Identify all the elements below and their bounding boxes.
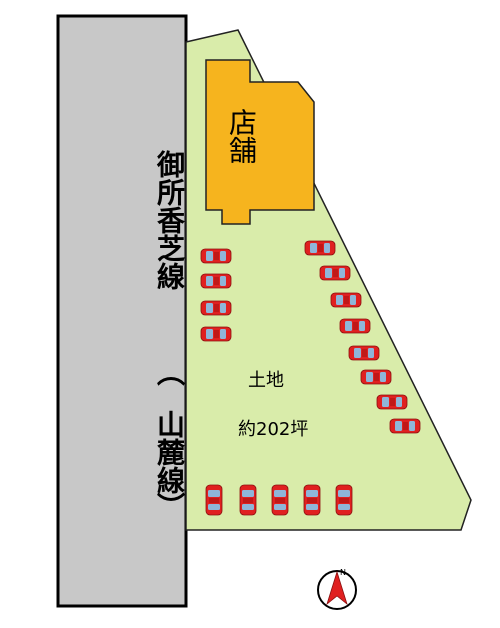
parked-car: [200, 300, 232, 316]
road-alias-close: ）: [153, 492, 186, 520]
parked-car: [376, 394, 408, 410]
parked-car: [239, 484, 257, 516]
road: [56, 14, 188, 608]
parked-car: [304, 240, 336, 256]
lot-area-label: 約202坪: [238, 419, 309, 440]
parked-car: [330, 292, 362, 308]
parked-car: [319, 265, 351, 281]
parked-car: [348, 345, 380, 361]
parked-car: [200, 273, 232, 289]
shop-building: [205, 59, 315, 225]
parked-car: [389, 418, 421, 434]
parked-car: [205, 484, 223, 516]
parked-car: [200, 248, 232, 264]
lot-label: 土地: [248, 370, 284, 391]
parked-car: [200, 326, 232, 342]
road-alias-open: （: [153, 358, 186, 386]
parked-car: [360, 369, 392, 385]
parked-car: [339, 318, 371, 334]
road-alias-label: 山麓線: [153, 410, 186, 494]
parked-car: [335, 484, 353, 516]
shop-label: 店舗: [225, 108, 258, 164]
road-name-label: 御所香芝線: [153, 150, 186, 290]
parked-car: [303, 484, 321, 516]
parked-car: [271, 484, 289, 516]
compass-icon: [317, 570, 357, 610]
compass-north-label: N: [340, 568, 346, 577]
